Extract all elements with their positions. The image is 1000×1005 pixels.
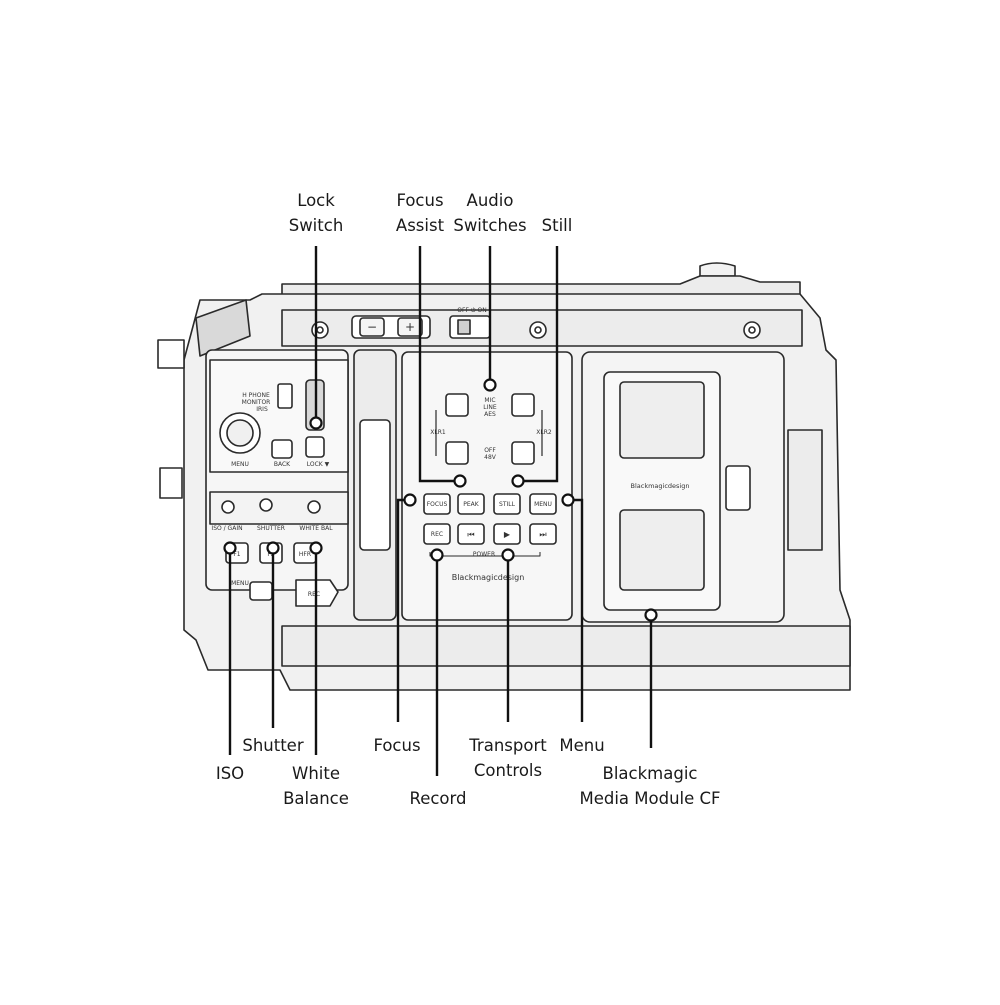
camera-label-group: − + OFF ⏻ ON H PHONE MONITOR IRIS MENU B… bbox=[211, 307, 689, 598]
menu-callout: Menu bbox=[559, 736, 605, 755]
shutter-callout: Shutter bbox=[242, 736, 304, 755]
eject-latch[interactable] bbox=[725, 465, 751, 511]
media-module-line1: Blackmagic bbox=[602, 764, 698, 783]
xlr1-phantom-switch[interactable] bbox=[445, 441, 469, 465]
white-balance-line2: Balance bbox=[283, 789, 349, 808]
transport-controls-callout: Transport Controls bbox=[460, 733, 556, 783]
line-label: LINE bbox=[483, 404, 497, 411]
lock-label: LOCK ▼ bbox=[307, 461, 330, 468]
off-label: OFF bbox=[484, 447, 496, 454]
btn-focus-label: FOCUS bbox=[427, 501, 448, 508]
top-knob bbox=[699, 262, 736, 277]
f2-label: F2 bbox=[267, 551, 274, 558]
module-brand-label: Blackmagicdesign bbox=[631, 482, 690, 490]
transport-controls-line2: Controls bbox=[473, 761, 543, 780]
white-balance-line1: White bbox=[292, 764, 340, 783]
media-module-line2: Media Module CF bbox=[579, 789, 721, 808]
white-balance-callout: White Balance bbox=[273, 761, 359, 811]
h-phone-label: H PHONE bbox=[242, 392, 270, 399]
minus-button[interactable] bbox=[359, 317, 385, 337]
headphone-rocker[interactable] bbox=[277, 383, 293, 409]
off-on-label: OFF ⏻ ON bbox=[457, 307, 486, 314]
power-label: POWER bbox=[473, 551, 495, 558]
48v-label: 48V bbox=[484, 454, 497, 461]
btn-play-label: ▶ bbox=[504, 530, 511, 539]
monitor-label: MONITOR bbox=[242, 399, 271, 406]
lower-menu-label: MENU bbox=[231, 580, 249, 587]
iso-callout: ISO bbox=[215, 764, 245, 783]
xlr2-label: XLR2 bbox=[536, 429, 552, 436]
lock-switch-line2: Switch bbox=[288, 216, 344, 235]
audio-switches-callout: Audio Switches bbox=[444, 188, 536, 238]
xlr1-label: XLR1 bbox=[430, 429, 446, 436]
side-rec-label: REC bbox=[308, 591, 320, 598]
left-clip bbox=[159, 467, 183, 499]
btn-menu-label: MENU bbox=[534, 501, 552, 508]
next-button[interactable] bbox=[529, 523, 557, 545]
menu-button[interactable] bbox=[529, 493, 557, 515]
plus-label: + bbox=[405, 320, 415, 334]
center-panel bbox=[401, 351, 573, 621]
peak-button[interactable] bbox=[457, 493, 485, 515]
transport-controls-line1: Transport bbox=[469, 736, 547, 755]
f1-label: F1 bbox=[233, 551, 240, 558]
iso-gain-label: ISO / GAIN bbox=[211, 525, 242, 532]
back-label: BACK bbox=[274, 461, 291, 468]
iris-label: IRIS bbox=[256, 406, 268, 413]
xlr2-switch[interactable] bbox=[511, 393, 535, 417]
focus-button[interactable] bbox=[423, 493, 451, 515]
still-button[interactable] bbox=[493, 493, 521, 515]
rec-button[interactable] bbox=[423, 523, 451, 545]
top-rail bbox=[281, 275, 801, 297]
aes-label: AES bbox=[484, 411, 496, 418]
bottom-rail bbox=[281, 625, 851, 667]
callout-dots bbox=[223, 378, 658, 622]
callout-lines bbox=[228, 246, 653, 776]
side-grill bbox=[195, 299, 251, 357]
brand-label: Blackmagicdesign bbox=[452, 573, 525, 582]
plus-button[interactable] bbox=[397, 317, 423, 337]
white-bal-label: WHITE BAL bbox=[299, 525, 333, 532]
xlr1-switch[interactable] bbox=[445, 393, 469, 417]
lock-switch[interactable] bbox=[305, 436, 325, 458]
left-hook bbox=[157, 339, 185, 369]
lock-switch-line1: Lock bbox=[297, 191, 335, 210]
play-button[interactable] bbox=[493, 523, 521, 545]
focus-assist-line2: Assist bbox=[395, 216, 445, 235]
minus-label: − bbox=[367, 320, 377, 334]
focus-callout: Focus bbox=[373, 736, 421, 755]
menu-dial-label: MENU bbox=[231, 461, 249, 468]
record-callout: Record bbox=[409, 789, 467, 808]
btn-prev-label: ⏮ bbox=[467, 530, 474, 539]
prev-button[interactable] bbox=[457, 523, 485, 545]
lower-menu-button[interactable] bbox=[249, 581, 273, 601]
lock-switch-callout: Lock Switch bbox=[276, 188, 356, 238]
focus-assist-line1: Focus bbox=[396, 191, 444, 210]
focus-assist-callout: Focus Assist bbox=[380, 188, 460, 238]
still-callout: Still bbox=[541, 216, 573, 235]
shutter-small-label: SHUTTER bbox=[257, 525, 285, 532]
audio-switches-line1: Audio bbox=[466, 191, 514, 210]
btn-still-label: STILL bbox=[499, 501, 516, 508]
media-module-callout: Blackmagic Media Module CF bbox=[570, 761, 730, 811]
btn-peak-label: PEAK bbox=[463, 501, 480, 508]
btn-rec-label: REC bbox=[431, 531, 443, 538]
hfr-label: HFR bbox=[299, 551, 311, 558]
xlr2-phantom-switch[interactable] bbox=[511, 441, 535, 465]
back-button[interactable] bbox=[271, 439, 293, 459]
mic-label: MIC bbox=[484, 397, 495, 404]
audio-switches-line2: Switches bbox=[453, 216, 527, 235]
btn-next-label: ⏭ bbox=[539, 530, 546, 539]
